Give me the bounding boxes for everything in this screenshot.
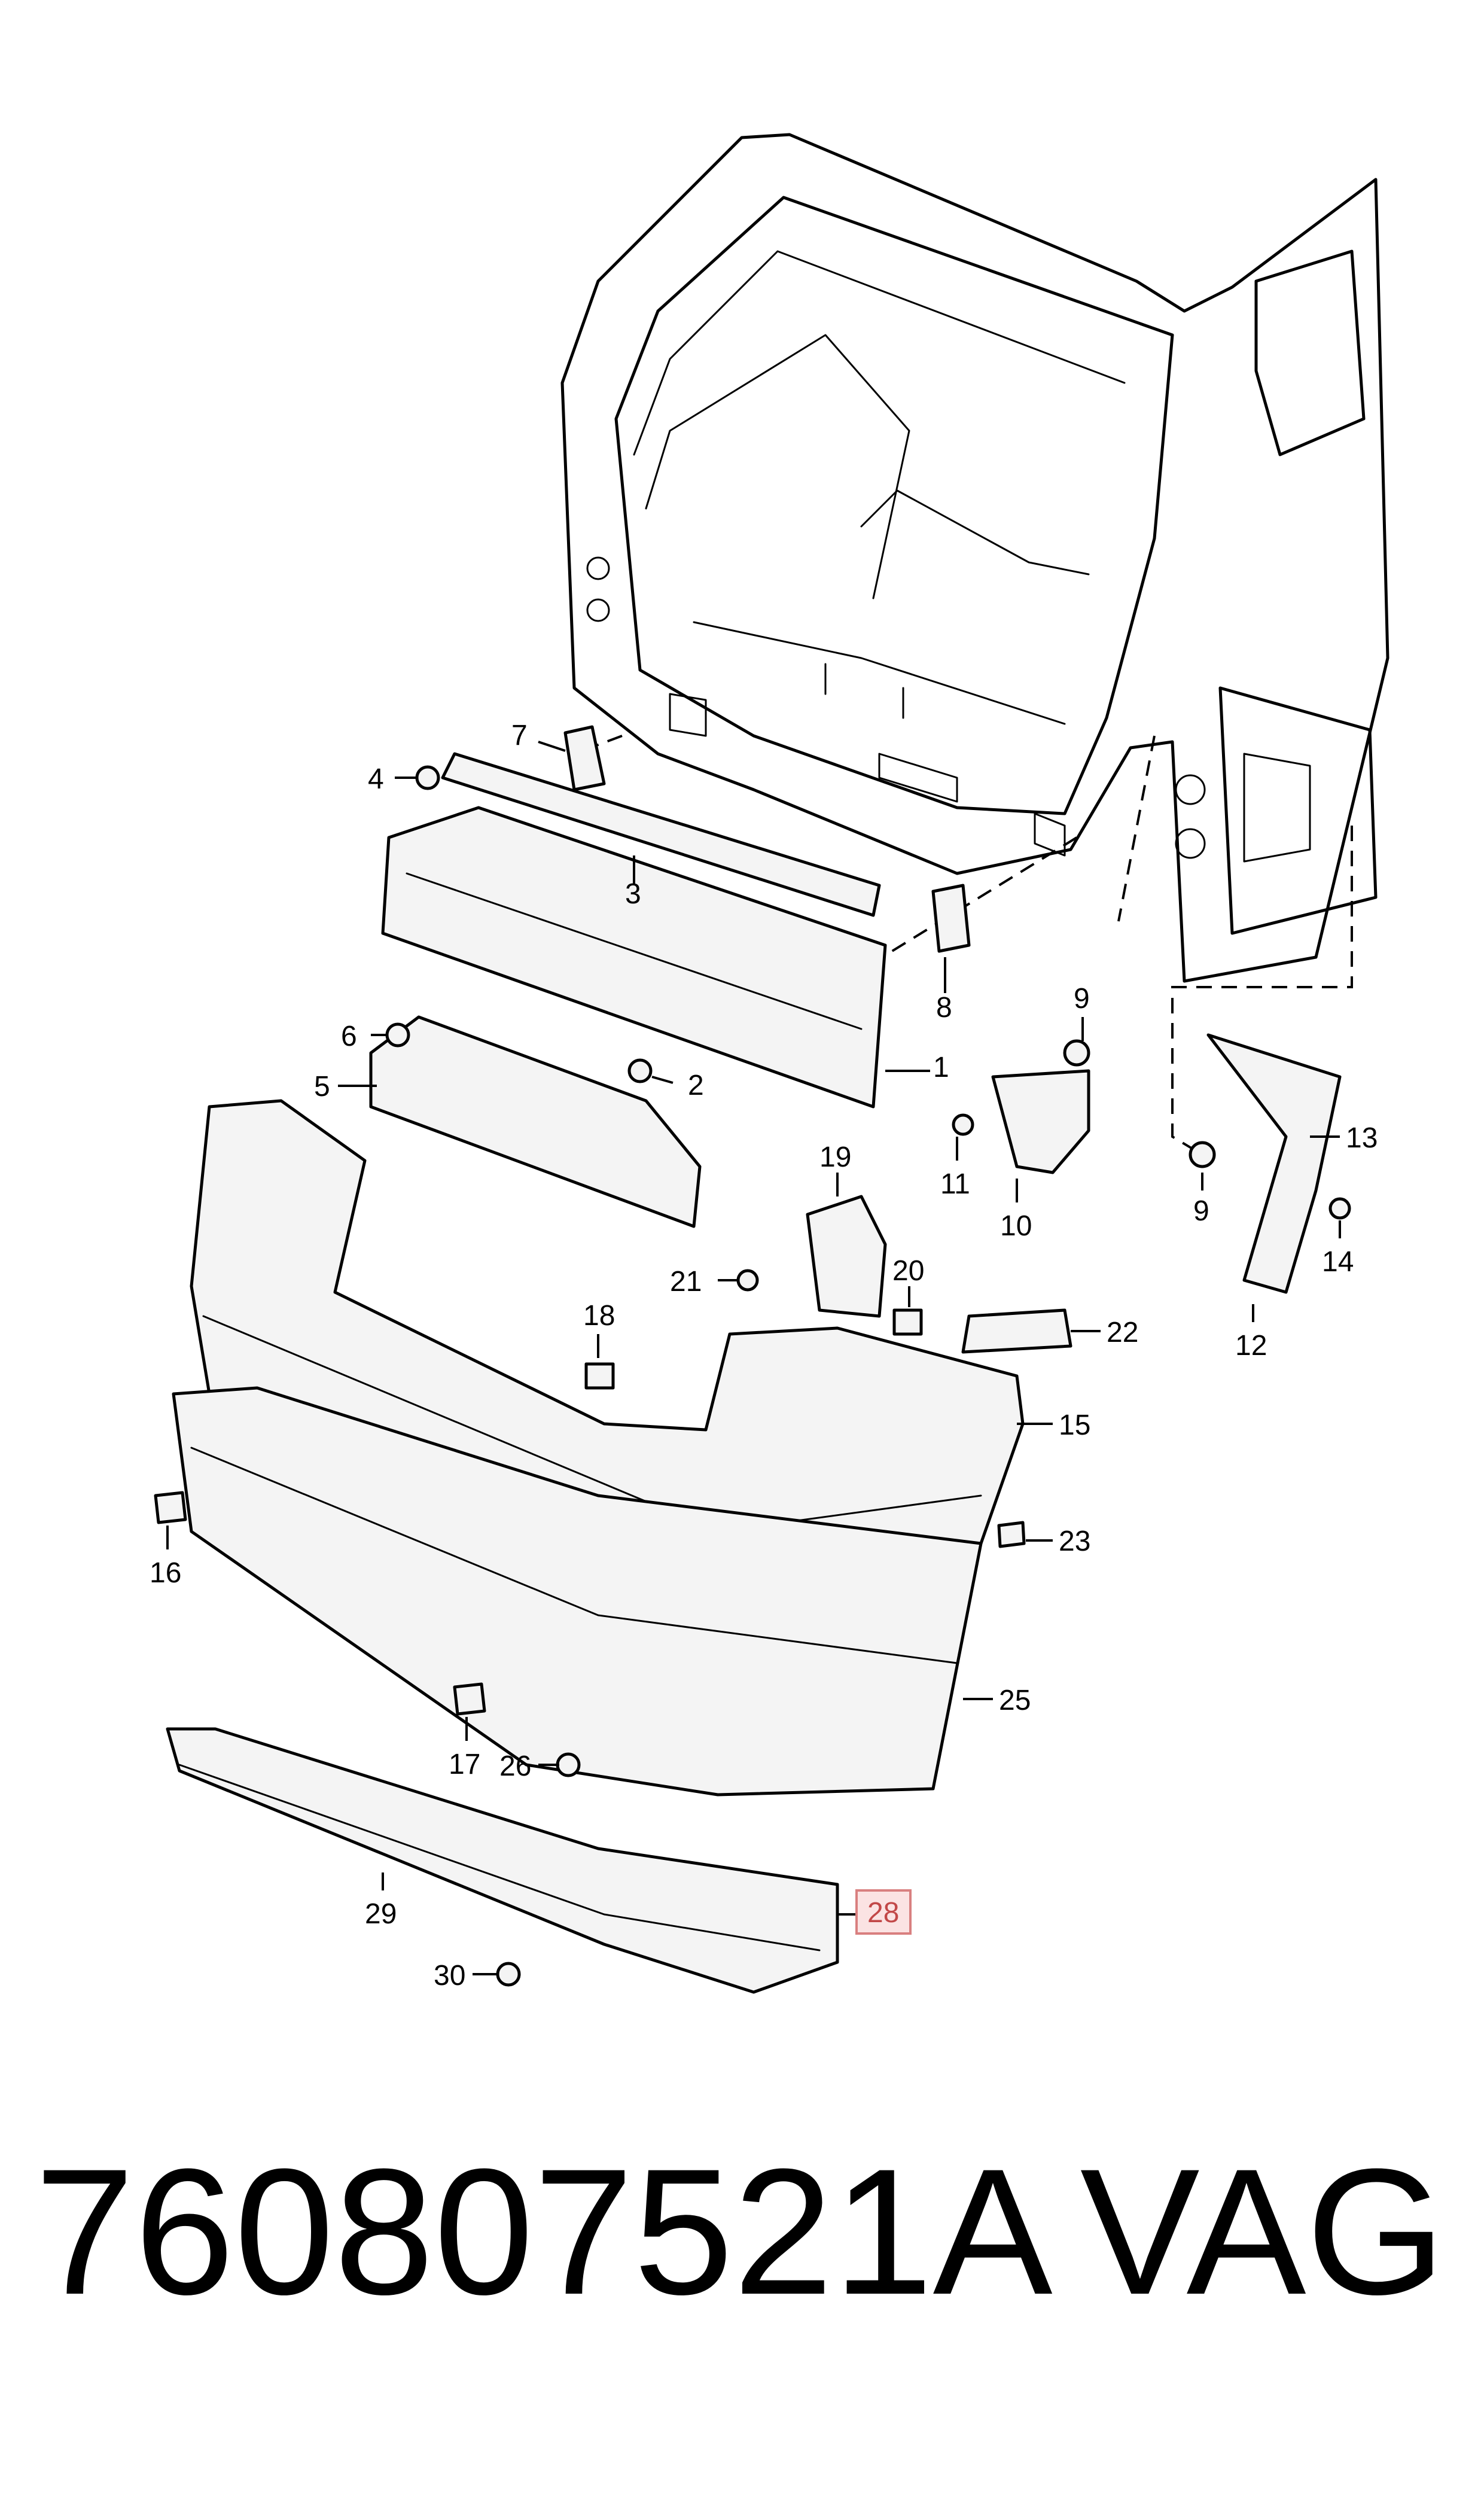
callout-20: 20 <box>892 1255 924 1287</box>
callout-17: 17 <box>449 1749 480 1780</box>
callout-16: 16 <box>150 1557 181 1589</box>
brand-name: VAG <box>1080 2131 1446 2332</box>
part-6-nut <box>385 1022 410 1048</box>
part-21-screw <box>736 1269 759 1292</box>
callout-15: 15 <box>1059 1409 1090 1441</box>
callout-30: 30 <box>434 1960 465 1992</box>
part-16-clip <box>154 1491 187 1524</box>
callout-7: 7 <box>511 720 528 751</box>
callout-4: 4 <box>368 763 384 795</box>
part-17-clip <box>453 1682 486 1716</box>
part-5-absorber <box>369 1015 702 1228</box>
callout-1: 1 <box>933 1052 949 1083</box>
callout-labels: 1 2 3 4 5 6 7 8 9 9 10 11 12 13 14 15 16… <box>150 720 1378 1992</box>
part-19-bracket <box>806 1195 887 1318</box>
part-4-nut <box>415 765 440 790</box>
part-18-clip <box>584 1362 615 1390</box>
callout-18: 18 <box>583 1300 615 1332</box>
callout-9a: 9 <box>1074 983 1090 1015</box>
part-1-carrier-bar <box>381 806 887 1109</box>
part-8-cap <box>931 884 971 953</box>
part-20-clip <box>892 1308 923 1336</box>
callout-12: 12 <box>1235 1330 1267 1362</box>
part-22-strip <box>961 1308 1072 1354</box>
callout-11: 11 <box>940 1168 970 1200</box>
part-9-clip-b <box>1189 1141 1216 1168</box>
callout-13: 13 <box>1346 1122 1378 1154</box>
callout-6: 6 <box>341 1021 357 1052</box>
part-11-screw <box>952 1113 974 1136</box>
callout-23: 23 <box>1059 1526 1090 1557</box>
callout-22: 22 <box>1107 1317 1138 1348</box>
part-23-clip <box>997 1521 1026 1548</box>
callout-2: 2 <box>688 1070 704 1101</box>
part-29-diffuser <box>166 1727 839 1994</box>
part-3-guide-strip <box>441 752 881 917</box>
callout-26: 26 <box>499 1750 531 1782</box>
part-30-screw <box>496 1962 521 1987</box>
callout-29: 29 <box>365 1898 397 1930</box>
exploded-parts-diagram: 1 2 3 4 5 6 7 8 9 9 10 11 12 13 14 15 16… <box>150 133 1389 1994</box>
part-2-screw <box>627 1058 653 1083</box>
part-14-screw <box>1328 1197 1351 1220</box>
callout-21: 21 <box>670 1266 702 1298</box>
part-number: 760807521A <box>35 2131 1053 2332</box>
vehicle-body <box>560 133 1389 983</box>
callout-25: 25 <box>999 1685 1031 1716</box>
callout-28-highlight <box>855 1889 912 1935</box>
callout-9b: 9 <box>1193 1195 1209 1227</box>
callout-28: 28 <box>867 1897 899 1929</box>
callout-3: 3 <box>625 878 641 910</box>
callout-14: 14 <box>1322 1246 1354 1278</box>
part-10-bracket <box>991 1069 1090 1174</box>
leader-lines <box>166 741 1341 1975</box>
part-9-clip-a <box>1063 1039 1090 1067</box>
callout-8: 8 <box>936 992 952 1024</box>
callout-5: 5 <box>314 1071 330 1103</box>
part-7-cap <box>563 725 606 791</box>
part-25-lower-trim <box>172 1386 983 1797</box>
callout-19: 19 <box>819 1141 851 1173</box>
part-26-screw <box>556 1752 581 1777</box>
part-12-side-bracket <box>1206 1033 1342 1294</box>
callout-10: 10 <box>1000 1210 1032 1242</box>
